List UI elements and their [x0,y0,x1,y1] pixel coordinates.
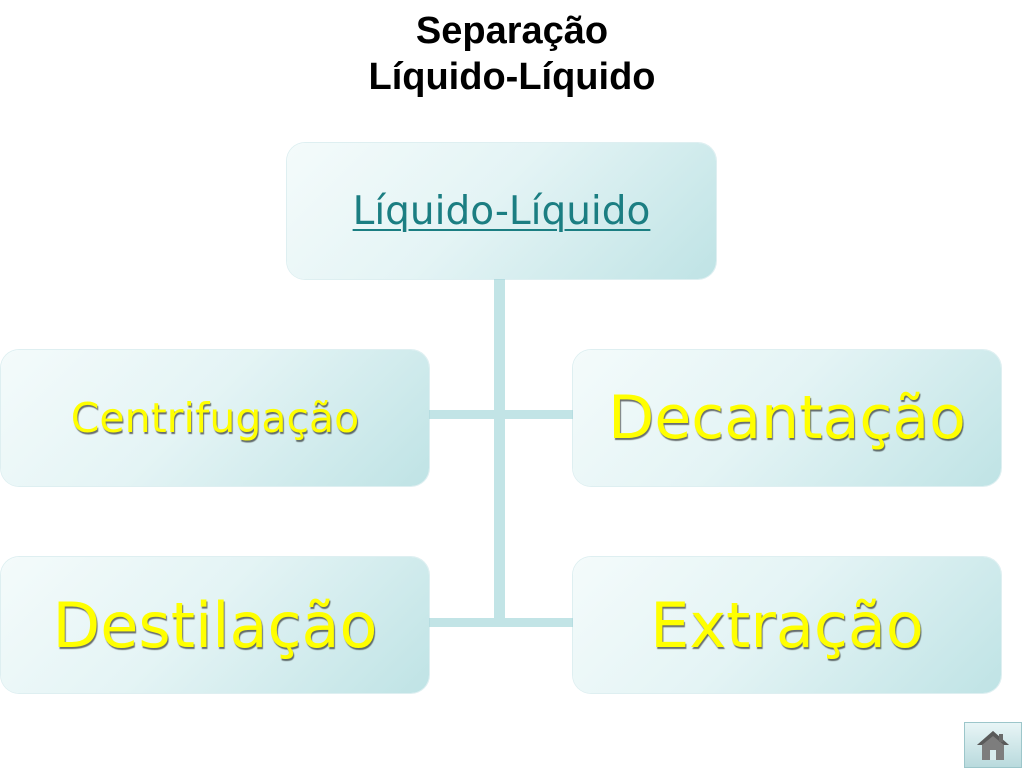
slide-title-line-2: Líquido-Líquido [368,56,656,98]
node-decantacao: Decantação [573,350,1001,486]
node-destilacao-label: Destilação [52,588,378,662]
node-centrifugacao: Centrifugação [1,350,429,486]
connector-vertical [494,279,505,627]
root-node: Líquido-Líquido [287,143,716,279]
slide-title: Separação Líquido-Líquido [0,8,1024,100]
node-extracao: Extração [573,557,1001,693]
home-icon [977,731,1009,760]
connector-top-left [429,410,499,419]
node-destilacao: Destilação [1,557,429,693]
connector-bottom-right [500,618,573,627]
node-centrifugacao-label: Centrifugação [70,394,360,442]
node-decantacao-label: Decantação [608,383,966,453]
slide-title-line-1: Separação [415,10,609,52]
node-extracao-label: Extração [650,588,924,662]
home-button[interactable] [964,722,1022,768]
connector-bottom-left [429,618,499,627]
connector-top-right [500,410,573,419]
root-node-link[interactable]: Líquido-Líquido [352,188,651,234]
